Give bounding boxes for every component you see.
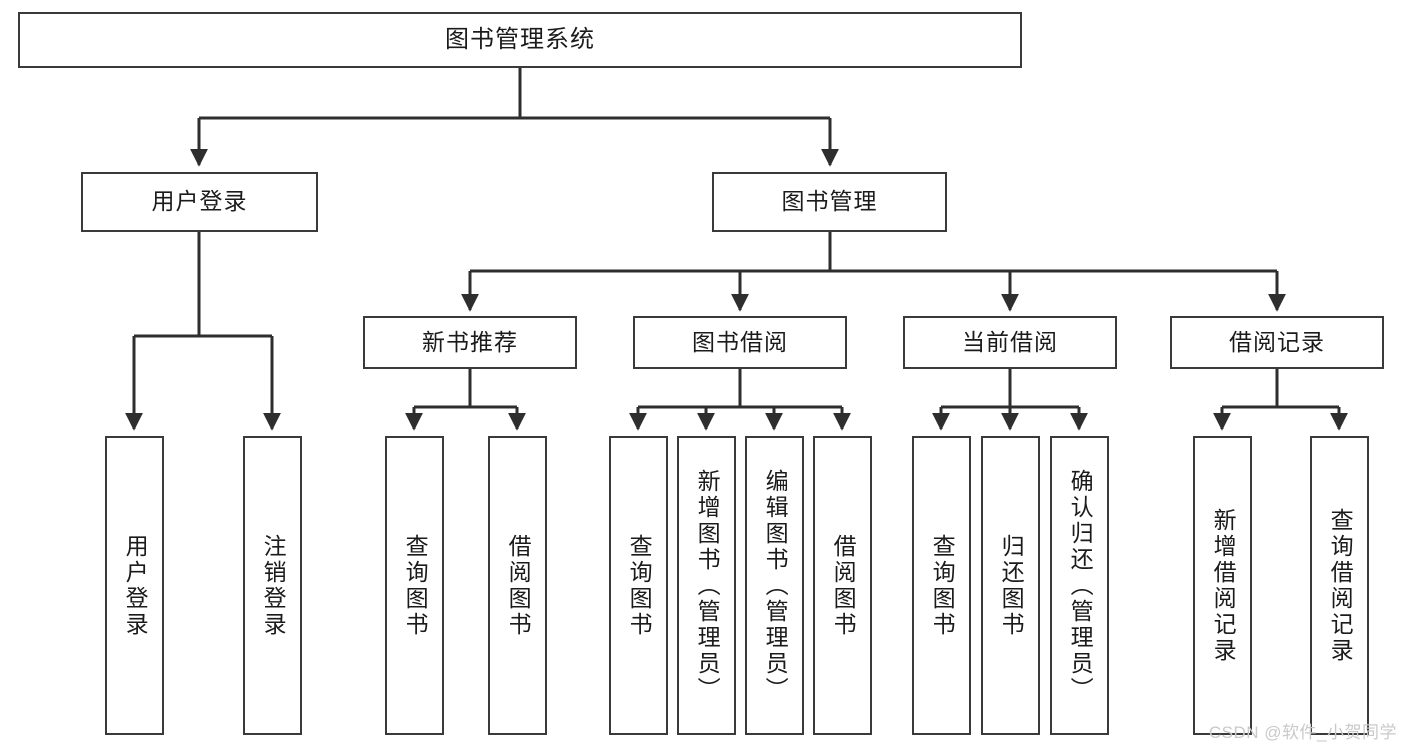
node-leaf-cur-return-label: 归还图书 (998, 533, 1025, 638)
node-leaf-borrow-edit-label: 编辑图书（管理员） (762, 468, 789, 703)
node-leaf-borrow-query-label: 查询图书 (626, 533, 653, 638)
node-user-login[interactable]: 用户登录 (81, 172, 318, 232)
node-leaf-borrow-do-label: 借阅图书 (830, 533, 857, 638)
node-leaf-rec-search[interactable]: 查询借阅记录 (1310, 436, 1369, 735)
node-borrow-record-label: 借阅记录 (1229, 328, 1325, 355)
node-leaf-rec-borrow-label: 借阅图书 (505, 533, 532, 638)
node-leaf-borrow-edit[interactable]: 编辑图书（管理员） (745, 436, 804, 735)
node-new-book-rec[interactable]: 新书推荐 (363, 316, 577, 369)
node-book-manage[interactable]: 图书管理 (712, 172, 947, 232)
node-borrow-record[interactable]: 借阅记录 (1170, 316, 1384, 369)
node-leaf-rec-query[interactable]: 查询图书 (385, 436, 444, 735)
node-leaf-rec-borrow[interactable]: 借阅图书 (488, 436, 547, 735)
node-root[interactable]: 图书管理系统 (18, 12, 1022, 68)
node-leaf-user-logout[interactable]: 注销登录 (243, 436, 302, 735)
node-new-book-rec-label: 新书推荐 (422, 328, 518, 355)
node-leaf-rec-add-label: 新增借阅记录 (1210, 507, 1237, 664)
node-leaf-cur-query[interactable]: 查询图书 (912, 436, 971, 735)
node-current-borrow[interactable]: 当前借阅 (903, 316, 1117, 369)
node-leaf-rec-query-label: 查询图书 (402, 533, 429, 638)
node-leaf-user-login[interactable]: 用户登录 (105, 436, 164, 735)
node-leaf-cur-query-label: 查询图书 (929, 533, 956, 638)
node-leaf-borrow-query[interactable]: 查询图书 (609, 436, 668, 735)
watermark: CSDN @软件_小贺同学 (1208, 723, 1397, 742)
node-leaf-borrow-add-label: 新增图书（管理员） (694, 468, 721, 703)
node-leaf-user-logout-label: 注销登录 (260, 533, 287, 638)
node-leaf-cur-confirm[interactable]: 确认归还（管理员） (1050, 436, 1109, 735)
node-user-login-label: 用户登录 (151, 188, 248, 215)
node-leaf-rec-add[interactable]: 新增借阅记录 (1193, 436, 1252, 735)
node-current-borrow-label: 当前借阅 (962, 328, 1058, 355)
node-book-borrow[interactable]: 图书借阅 (633, 316, 847, 369)
node-leaf-borrow-add[interactable]: 新增图书（管理员） (677, 436, 736, 735)
node-book-borrow-label: 图书借阅 (692, 328, 788, 355)
node-leaf-borrow-do[interactable]: 借阅图书 (813, 436, 872, 735)
node-leaf-rec-search-label: 查询借阅记录 (1327, 507, 1354, 664)
node-leaf-user-login-label: 用户登录 (122, 533, 149, 638)
node-root-label: 图书管理系统 (445, 25, 595, 53)
node-leaf-cur-return[interactable]: 归还图书 (981, 436, 1040, 735)
node-leaf-cur-confirm-label: 确认归还（管理员） (1067, 468, 1094, 703)
node-book-manage-label: 图书管理 (781, 188, 878, 215)
